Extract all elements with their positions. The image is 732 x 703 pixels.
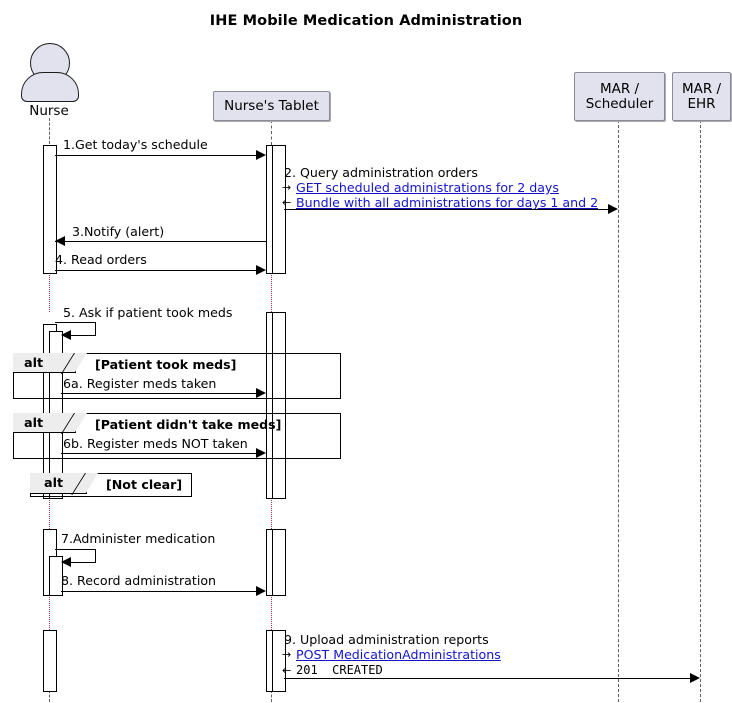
message-2-sub-1-link[interactable]: Bundle with all administrations for days… xyxy=(296,195,599,210)
message-1-label: 1.Get today's schedule xyxy=(63,137,208,152)
message-5-label: 5. Ask if patient took meds xyxy=(63,305,233,320)
message-4-label: 4. Read orders xyxy=(55,252,147,267)
lifeline-nurse-seg-end xyxy=(49,690,50,702)
message-4-line xyxy=(55,270,256,271)
actor-body-icon xyxy=(21,72,79,102)
participant-label-ehr-line1: MAR / xyxy=(681,80,722,97)
message-9-sub-0-link[interactable]: POST MedicationAdministrations xyxy=(296,647,501,662)
message-5-line-top xyxy=(55,322,96,323)
message-2-sub-0-link[interactable]: GET scheduled administrations for 2 days xyxy=(296,180,559,195)
message-5-arrowhead xyxy=(61,330,71,340)
participant-box-ehr[interactable]: MAR / EHR xyxy=(672,72,731,121)
message-3-label: 3.Notify (alert) xyxy=(72,224,165,239)
participant-box-scheduler[interactable]: MAR / Scheduler xyxy=(574,72,665,121)
lifeline-tablet-destroyed-2 xyxy=(271,497,272,529)
message-8-label: 8. Record administration xyxy=(61,573,217,588)
message-6b-arrowhead xyxy=(256,448,266,458)
message-2-sub-1-dir: ← xyxy=(282,196,292,209)
lifeline-nurse-destroyed-1 xyxy=(49,272,50,312)
alt-fragment-2-condition: [Patient didn't take meds] xyxy=(95,417,282,432)
activation-nurse-nested-2 xyxy=(49,556,63,596)
message-3-line xyxy=(55,241,266,242)
alt-fragment-3-op: alt xyxy=(44,476,64,491)
message-6b-line xyxy=(61,453,256,454)
message-7-label: 7.Administer medication xyxy=(61,531,216,546)
diagram-title: IHE Mobile Medication Administration xyxy=(209,13,523,29)
lifeline-ehr xyxy=(700,120,701,702)
activation-tablet-nested-2 xyxy=(272,312,286,499)
message-6a-line xyxy=(61,393,256,394)
message-9-sub-1-dir: ← xyxy=(282,664,292,677)
lifeline-tablet-destroyed-3 xyxy=(271,594,272,630)
lifeline-nurse-destroyed-3 xyxy=(49,594,50,630)
message-9-sub-1-text: 201 CREATED xyxy=(296,663,383,677)
message-2-sub-0-dir: → xyxy=(282,181,292,194)
message-8-line xyxy=(61,591,256,592)
activation-tablet-nested-3 xyxy=(272,529,286,596)
alt-fragment-2-op: alt xyxy=(24,416,44,431)
lifeline-tablet-seg1 xyxy=(271,120,272,145)
message-8-arrowhead xyxy=(256,586,266,596)
alt-fragment-3-condition: [Not clear] xyxy=(106,477,183,492)
message-6a-arrowhead xyxy=(256,388,266,398)
message-2-arrowhead xyxy=(608,204,618,214)
participant-label-scheduler-line2: Scheduler xyxy=(585,95,654,112)
message-6b-label: 6b. Register meds NOT taken xyxy=(63,436,248,451)
lifeline-nurse-destroyed-2 xyxy=(49,497,50,529)
message-4-arrowhead xyxy=(256,265,266,275)
message-5-line-bottom xyxy=(65,335,96,336)
message-7-line-right xyxy=(95,549,96,562)
alt-fragment-1-condition: [Patient took meds] xyxy=(95,357,237,372)
message-2-label: 2. Query administration orders xyxy=(284,165,478,180)
alt-fragment-1-op: alt xyxy=(24,356,44,371)
message-1-line xyxy=(55,155,256,156)
message-2-line xyxy=(284,209,610,210)
participant-label-ehr-line2: EHR xyxy=(687,95,716,112)
lifeline-tablet-seg-end xyxy=(271,690,272,702)
message-9-sub-0-dir: → xyxy=(282,648,292,661)
message-7-line-top xyxy=(55,549,96,550)
message-3-arrowhead xyxy=(55,236,65,246)
participant-label-scheduler-line1: MAR / xyxy=(599,80,640,97)
lifeline-tablet-destroyed-1 xyxy=(271,272,272,312)
activation-nurse-4 xyxy=(43,630,57,692)
participant-label-tablet: Nurse's Tablet xyxy=(224,97,319,114)
message-1-arrowhead xyxy=(256,150,266,160)
participant-box-tablet[interactable]: Nurse's Tablet xyxy=(213,91,330,121)
message-9-label: 9. Upload administration reports xyxy=(284,632,489,647)
lifeline-nurse-seg1 xyxy=(49,118,50,144)
message-5-line-right xyxy=(95,322,96,335)
message-9-line xyxy=(284,678,692,679)
message-9-arrowhead xyxy=(690,673,700,683)
lifeline-scheduler xyxy=(618,120,619,702)
message-6a-label: 6a. Register meds taken xyxy=(63,376,217,391)
alt-fragment-1 xyxy=(13,353,341,399)
activation-nurse-1 xyxy=(43,145,57,274)
actor-label-nurse: Nurse xyxy=(29,103,69,119)
message-7-line-bottom xyxy=(65,562,96,563)
message-7-arrowhead xyxy=(61,557,71,567)
alt-fragment-2 xyxy=(13,413,341,459)
activation-tablet-nested-4 xyxy=(272,630,286,692)
